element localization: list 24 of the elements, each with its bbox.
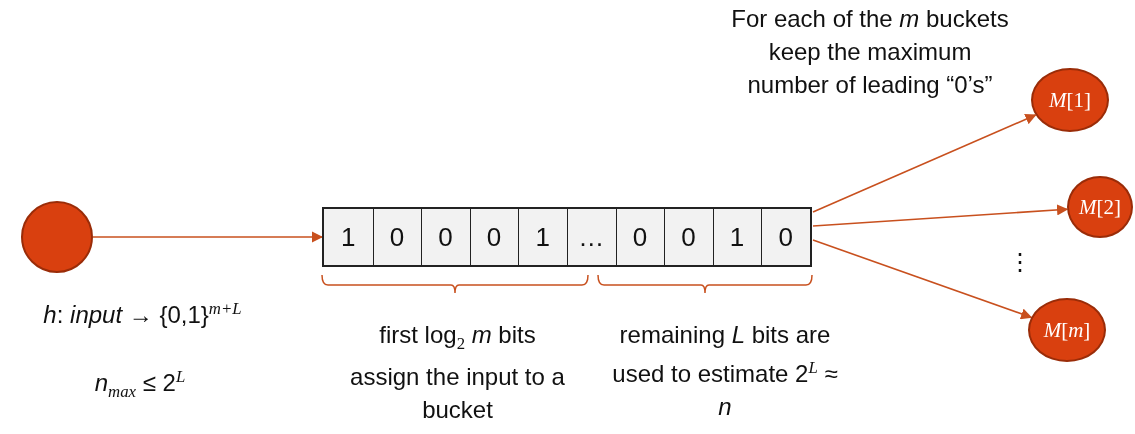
bit-cell: 1 — [518, 209, 568, 265]
bit-cell: 0 — [761, 209, 811, 265]
note-text: For each of the m buckets keep the maximum number of leading “0’s” — [730, 4, 1010, 100]
vertical-ellipsis: ⋮ — [1007, 247, 1033, 277]
bit-cell: 1 — [324, 209, 374, 265]
register-circle: M[2] — [1067, 176, 1133, 238]
bit-cell: 0 — [372, 209, 423, 265]
bracket-label: first log$_{2}$ m bits assign the input to a bucket — [349, 320, 566, 425]
register-circle: M[1] — [1031, 68, 1109, 132]
formula-text: n$_{max}$ ≤ 2$^{L}$ — [93, 366, 187, 403]
bit-array — [322, 207, 812, 267]
bracket-label: remaining L bits are used to estimate 2$^{L}$ ≈ n — [611, 320, 839, 422]
bit-cell: 0 — [421, 209, 471, 265]
bit-cell: 0 — [664, 209, 714, 265]
formula-text: h: input → {0,1}$^{m+L}$ — [42, 298, 243, 330]
arrow — [812, 204, 1069, 227]
bit-cell: 0 — [469, 209, 520, 265]
register-circle: M[m] — [1028, 298, 1106, 362]
bit-cell: 0 — [615, 209, 666, 265]
arrow — [812, 113, 1037, 213]
arrow — [812, 239, 1033, 320]
arrow — [92, 231, 324, 243]
bit-cell: … — [567, 209, 617, 265]
bit-cell: 1 — [712, 209, 763, 265]
